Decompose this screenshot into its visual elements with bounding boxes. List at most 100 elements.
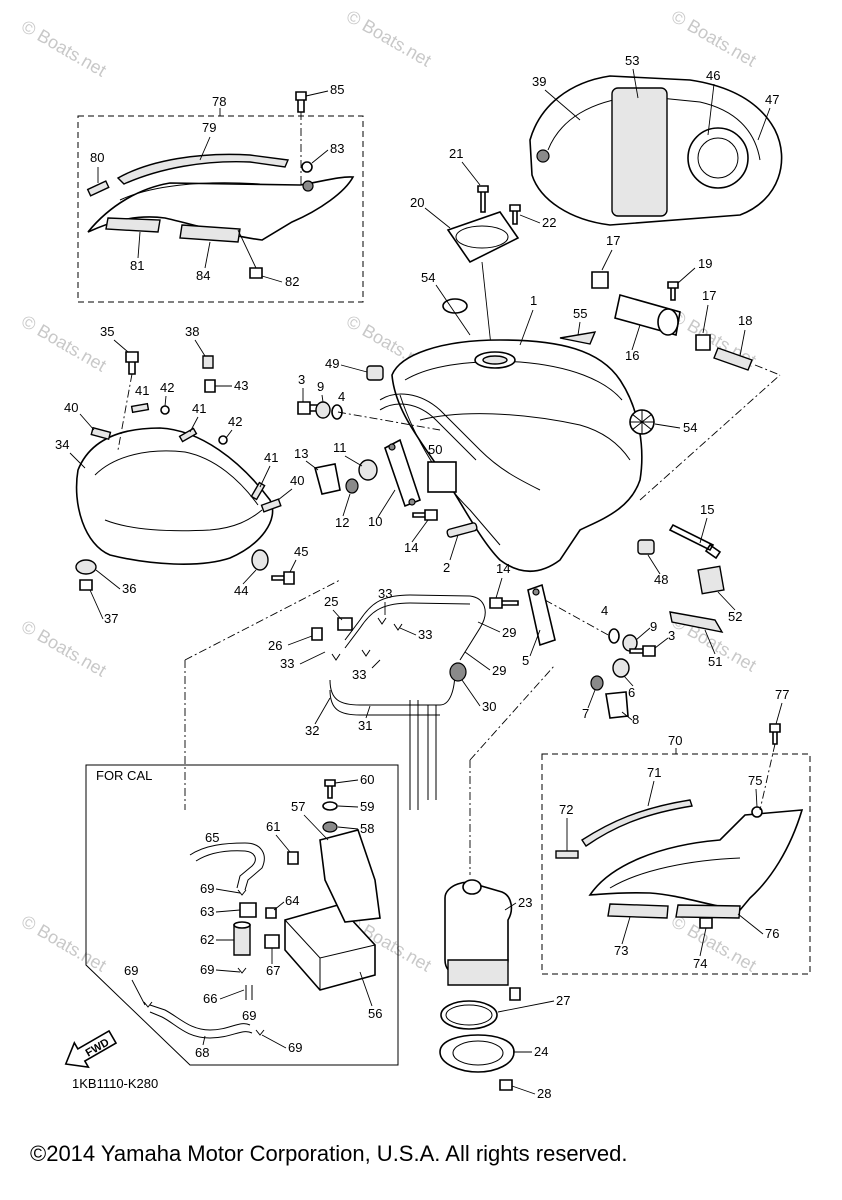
fwd-arrow-icon: FWD — [64, 1029, 118, 1069]
callout-6: 6 — [628, 685, 635, 700]
callout-46: 46 — [706, 68, 720, 83]
callout-44: 44 — [234, 583, 248, 598]
callout-37: 37 — [104, 611, 118, 626]
callout-68: 68 — [195, 1045, 209, 1060]
callout-8: 8 — [632, 712, 639, 727]
grommet-42-a — [160, 405, 170, 415]
callout-69-d: 69 — [242, 1008, 256, 1023]
callout-21: 21 — [449, 146, 463, 161]
bolt-14-left — [412, 509, 438, 521]
callout-47: 47 — [765, 92, 779, 107]
callout-82: 82 — [285, 274, 299, 289]
callout-4-left: 4 — [338, 389, 345, 404]
side-cover-panel-right — [588, 809, 804, 911]
callout-73: 73 — [614, 943, 628, 958]
callout-80: 80 — [90, 150, 104, 165]
callout-72: 72 — [559, 802, 573, 817]
strip-41-a — [130, 402, 150, 414]
side-cover-panel — [87, 176, 355, 241]
bracket-57 — [319, 829, 381, 923]
bracket-8 — [605, 691, 629, 719]
bolt-15 — [668, 523, 722, 560]
fuel-hose-assembly: 25 26 29 29 30 31 32 33 33 33 33 — [184, 579, 516, 810]
watermark: © Boats.net — [18, 616, 110, 680]
callout-65: 65 — [205, 830, 219, 845]
callout-42-b: 42 — [228, 414, 242, 429]
callout-39: 39 — [532, 74, 546, 89]
callout-23: 23 — [518, 895, 532, 910]
group-box-78 — [77, 115, 364, 303]
callout-76: 76 — [765, 926, 779, 941]
rear-bracket-hardware: 14 5 4 9 3 6 7 8 — [489, 561, 675, 727]
callout-17-right: 17 — [702, 288, 716, 303]
callout-41-c: 41 — [264, 450, 278, 465]
screw-22 — [509, 204, 521, 225]
cap-ring-20 — [446, 211, 520, 264]
front-cover-34 — [75, 427, 274, 565]
strip-80 — [86, 180, 110, 197]
seal-27 — [440, 1000, 498, 1030]
strip-72 — [555, 850, 579, 859]
collar-17-left — [591, 271, 609, 289]
callout-28: 28 — [537, 1086, 551, 1101]
callout-10: 10 — [368, 514, 382, 529]
callout-63: 63 — [200, 904, 214, 919]
bracket-10 — [384, 438, 421, 508]
filler-cap-assembly: 20 21 22 54 — [410, 146, 556, 356]
hose-clip-30 — [449, 662, 467, 682]
callout-34: 34 — [55, 437, 69, 452]
callout-50: 50 — [428, 442, 442, 457]
bolt-35 — [125, 351, 139, 375]
collar-9-left — [315, 401, 331, 419]
callout-59: 59 — [360, 799, 374, 814]
trim-strip-71 — [581, 799, 693, 847]
side-cover-group-left: 78 79 80 81 84 82 83 85 — [77, 82, 364, 303]
pad-81 — [105, 217, 161, 233]
damper-49 — [366, 365, 384, 381]
bolt-28 — [499, 1079, 513, 1091]
callout-54-top: 54 — [421, 270, 435, 285]
watermark: © Boats.net — [18, 311, 110, 375]
callout-52: 52 — [728, 609, 742, 624]
callout-32: 32 — [305, 723, 319, 738]
watermark: © Boats.net — [668, 6, 760, 70]
callout-83: 83 — [330, 141, 344, 156]
callout-55: 55 — [573, 306, 587, 321]
callout-15: 15 — [700, 502, 714, 517]
callout-75: 75 — [748, 773, 762, 788]
union-26 — [311, 627, 323, 641]
tank-underside-view: 39 53 46 47 — [529, 53, 783, 226]
screw-37 — [79, 579, 93, 591]
fwd-label: FWD — [84, 1036, 112, 1059]
callout-48: 48 — [654, 572, 668, 587]
joint-63 — [239, 902, 257, 918]
callout-9-left: 9 — [317, 379, 324, 394]
callout-69-e: 69 — [288, 1040, 302, 1055]
callout-61: 61 — [266, 819, 280, 834]
callout-69-b: 69 — [200, 962, 214, 977]
callout-3-right: 3 — [668, 628, 675, 643]
callout-49: 49 — [325, 356, 339, 371]
callout-62: 62 — [200, 932, 214, 947]
collar-11 — [358, 459, 378, 481]
callout-70: 70 — [668, 733, 682, 748]
bolt-3-right — [629, 645, 656, 657]
inset-label: FOR CAL — [96, 768, 152, 783]
front-cover-assembly: 34 35 36 37 38 40 40 41 41 41 42 42 43 4… — [55, 324, 308, 626]
bracket-13 — [314, 463, 341, 495]
callout-77: 77 — [775, 687, 789, 702]
callout-24: 24 — [534, 1044, 548, 1059]
callout-69-a: 69 — [200, 881, 214, 896]
callout-26: 26 — [268, 638, 282, 653]
grommet-detail — [302, 180, 314, 192]
washer-4-left — [331, 404, 343, 420]
callout-29-bottom: 29 — [492, 663, 506, 678]
callout-42-a: 42 — [160, 380, 174, 395]
screw-82 — [249, 267, 263, 279]
strip-41-b — [178, 427, 198, 443]
diagram-code: 1KB1110-K280 — [72, 1076, 158, 1091]
callout-38: 38 — [185, 324, 199, 339]
callout-14-right: 14 — [496, 561, 510, 576]
callout-13: 13 — [294, 446, 308, 461]
callout-58: 58 — [360, 821, 374, 836]
